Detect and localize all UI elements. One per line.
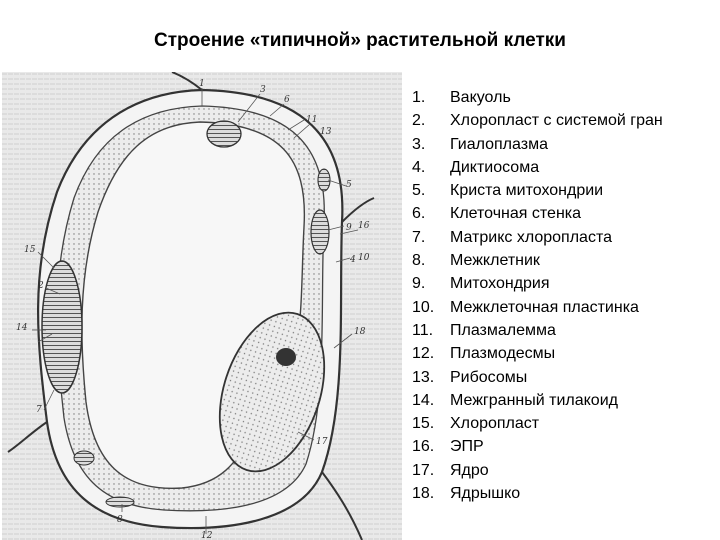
legend-text: Ядро [450, 461, 489, 479]
mitochondrion [317, 168, 331, 192]
legend-item: 9. Митохондрия [412, 272, 717, 295]
figure-label-1: 1 [199, 79, 205, 89]
organelle [105, 496, 135, 508]
legend-item: 18. Ядрышко [412, 482, 717, 505]
legend-number: 11. [412, 321, 434, 339]
neighbour-wall [341, 197, 375, 223]
legend-item: 16. ЭПР [412, 435, 717, 458]
nucleus [218, 311, 326, 473]
legend-number: 6. [412, 205, 426, 223]
legend-text: Клеточная стенка [450, 205, 582, 223]
cell-illustration [2, 72, 402, 540]
mitochondrion [310, 209, 330, 255]
legend-text: Митохондрия [450, 275, 550, 293]
figure-label-10: 10 [358, 253, 370, 263]
legend-item: 1. Вакуоль [412, 86, 717, 109]
legend-text: Ядрышко [450, 485, 521, 503]
figure-label-7: 7 [36, 405, 42, 415]
legend-item: 5. Криста митохондрии [412, 179, 717, 202]
figure-label-16: 16 [358, 221, 370, 231]
figure-label-2: 2 [37, 281, 44, 291]
legend-number: 9. [412, 275, 426, 293]
legend-item: 6. Клеточная стенка [412, 202, 717, 225]
neighbour-wall [321, 471, 363, 540]
legend-text: Плазмодесмы [450, 345, 556, 363]
legend-text: Матрикс хлоропласта [450, 228, 612, 246]
legend-number: 3. [412, 135, 426, 153]
figure-label-11: 11 [306, 115, 317, 125]
legend-text: Хлоропласт [450, 415, 540, 433]
cell-diagram: 1 2 3 4 5 6 7 8 9 10 11 12 13 14 15 16 1… [2, 72, 402, 540]
legend-text: ЭПР [450, 438, 484, 456]
legend-text: Гиалоплазма [450, 135, 548, 153]
legend-text: Вакуоль [450, 89, 511, 106]
figure-label-14: 14 [16, 323, 28, 333]
figure-label-18: 18 [354, 327, 366, 337]
legend-text: Межклетник [450, 252, 540, 270]
legend-item: 4. Диктиосома [412, 156, 717, 179]
legend-number: 1. [412, 89, 426, 106]
legend-item: 15. Хлоропласт [412, 412, 717, 435]
figure-label-13: 13 [320, 127, 332, 137]
neighbour-wall [7, 421, 48, 453]
legend-number: 18. [412, 485, 435, 503]
figure-number-labels: 1 2 3 4 5 6 7 8 9 10 11 12 13 14 15 16 1… [16, 79, 370, 540]
legend-text: Межклеточная пластинка [450, 298, 639, 316]
legend-number: 17. [412, 461, 435, 479]
figure-label-4: 4 [349, 255, 356, 265]
organelle [73, 450, 95, 466]
legend-text: Плазмалемма [450, 321, 556, 339]
legend-number: 2. [412, 112, 426, 130]
figure-label-9: 9 [346, 223, 352, 233]
slide-title: Строение «типичной» растительной клетки [154, 30, 566, 51]
nucleolus [276, 348, 296, 366]
legend-item: 17. Ядро [412, 459, 717, 482]
legend-text: Межгранный тилакоид [450, 391, 618, 409]
legend-number: 10. [412, 298, 435, 316]
figure-label-5: 5 [346, 180, 352, 190]
legend-number: 15. [412, 415, 435, 433]
legend-item: 13. Рибосомы [412, 366, 717, 389]
legend-item: 3. Гиалоплазма [412, 133, 717, 156]
legend-number: 12. [412, 345, 435, 363]
legend-number: 8. [412, 252, 426, 270]
legend-item: 11. Плазмалемма [412, 319, 717, 342]
legend-number: 4. [412, 158, 426, 176]
figure-label-3: 3 [260, 85, 266, 95]
legend-number: 14. [412, 391, 435, 409]
legend-item: 12. Плазмодесмы [412, 342, 717, 365]
legend-text: Диктиосома [450, 158, 540, 176]
legend-number: 7. [412, 228, 426, 246]
chloroplast-left [41, 260, 83, 394]
legend-number: 5. [412, 182, 426, 200]
leader-lines [32, 88, 359, 534]
figure-label-17: 17 [316, 437, 328, 447]
legend-item: 14. Межгранный тилакоид [412, 389, 717, 412]
legend-item: 7. Матрикс хлоропласта [412, 226, 717, 249]
legend-number: 13. [412, 368, 435, 386]
figure-label-8: 8 [117, 515, 123, 525]
figure-label-6: 6 [284, 95, 290, 105]
neighbour-wall [171, 72, 203, 91]
legend-text: Криста митохондрии [450, 182, 604, 200]
legend-list: 1. Вакуоль 2. Хлоропласт с системой гран 3… [412, 86, 717, 505]
legend-item: 8. Межклетник [412, 249, 717, 272]
legend-number: 16. [412, 438, 435, 456]
figure-label-15: 15 [24, 245, 36, 255]
chloroplast-top [206, 120, 242, 148]
legend-item: 10. Межклеточная пластинка [412, 296, 717, 319]
legend-item: 2. Хлоропласт с системой гран [412, 109, 717, 132]
figure-label-12: 12 [201, 531, 213, 540]
legend-text: Рибосомы [450, 368, 528, 386]
legend-text: Хлоропласт с системой гран [450, 112, 663, 130]
